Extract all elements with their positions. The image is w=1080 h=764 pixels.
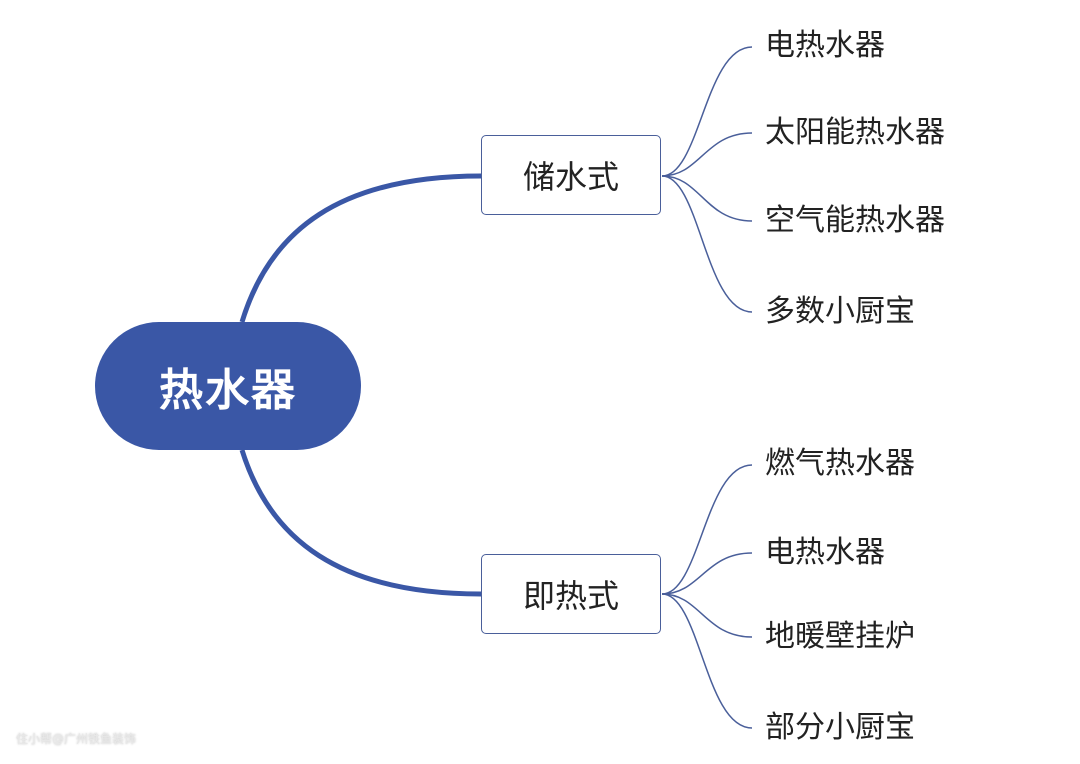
leaf-node: 多数小厨宝 — [765, 294, 915, 329]
root-label: 热水器 — [159, 365, 297, 416]
leaf-node: 电热水器 — [765, 535, 885, 570]
leaf-connector — [661, 132, 753, 177]
branch-label: 储水式 — [522, 158, 619, 196]
leaf-node: 地暖壁挂炉 — [765, 619, 915, 654]
connector-root-storage — [239, 173, 482, 323]
leaf-connector — [661, 175, 753, 313]
branch-label: 即热式 — [522, 577, 619, 615]
leaf-connector — [661, 593, 753, 638]
leaf-connector — [661, 593, 753, 729]
watermark: 住小帮@广州铁鱼装饰 — [16, 732, 137, 746]
leaf-connector — [661, 46, 753, 177]
branch-node-instant: 即热式 — [481, 554, 661, 634]
branch-node-storage: 储水式 — [481, 135, 661, 215]
connector-root-instant — [239, 449, 482, 597]
leaf-node: 太阳能热水器 — [765, 115, 945, 150]
root-node: 热水器 — [95, 322, 361, 450]
leaf-node: 燃气热水器 — [765, 446, 915, 481]
leaf-node: 空气能热水器 — [765, 203, 945, 238]
leaf-node: 部分小厨宝 — [765, 710, 915, 745]
leaf-connector — [661, 464, 753, 595]
leaf-connector — [661, 175, 753, 222]
leaf-node: 电热水器 — [765, 28, 885, 63]
leaf-connector — [661, 552, 753, 595]
